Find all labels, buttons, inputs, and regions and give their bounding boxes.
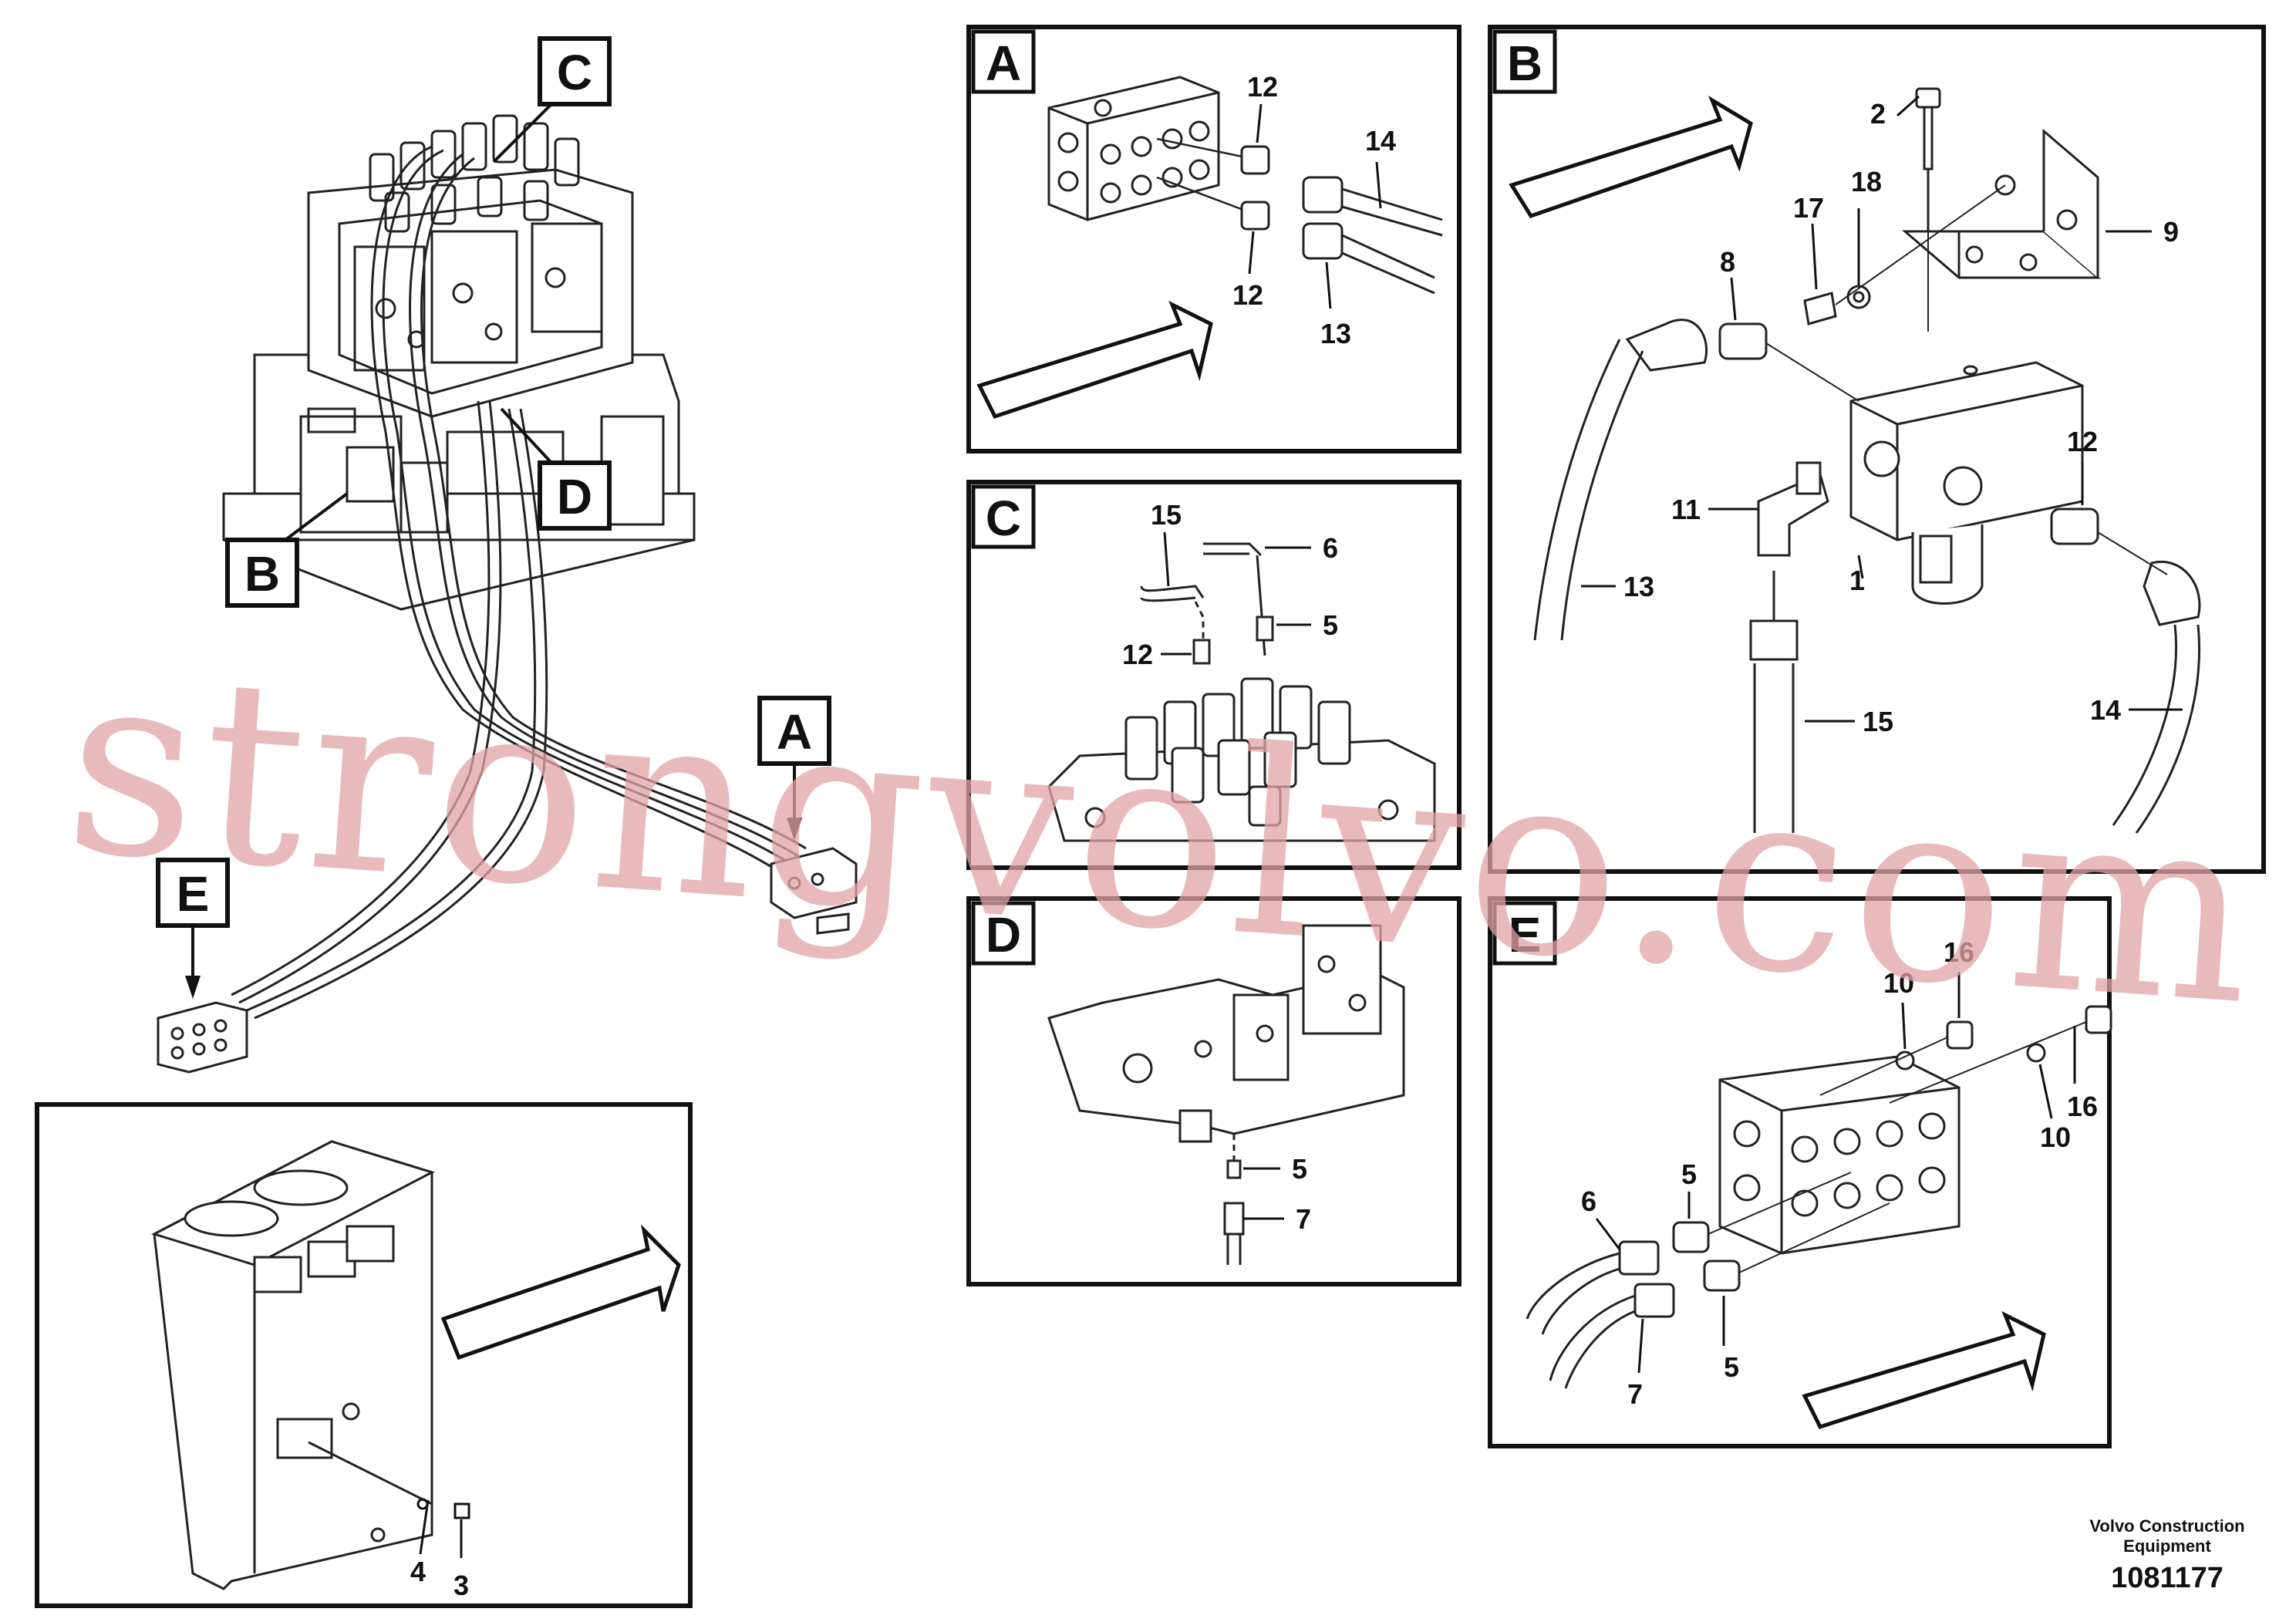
- callout-12: 12: [1122, 639, 1153, 670]
- panel-tank: 4 3: [35, 1102, 693, 1608]
- callout-18: 18: [1851, 166, 1882, 197]
- callout-16: 16: [2067, 1091, 2098, 1122]
- distribution-block-e: [157, 1001, 248, 1074]
- panel-detail-b: B: [1488, 25, 2266, 874]
- callout-3: 3: [453, 1570, 469, 1601]
- callout-12: 12: [1247, 71, 1278, 103]
- callout-5: 5: [1292, 1153, 1307, 1185]
- callout-5: 5: [1724, 1351, 1739, 1383]
- callout-10: 10: [2040, 1121, 2071, 1153]
- callout-1: 1: [1849, 565, 1865, 596]
- callout-14: 14: [2090, 694, 2121, 726]
- callout-11: 11: [1671, 494, 1701, 525]
- svg-text:E: E: [1509, 907, 1542, 963]
- panel-detail-d: D 5 7: [966, 896, 1462, 1286]
- callout-5: 5: [1323, 609, 1338, 641]
- callout-8: 8: [1720, 246, 1735, 278]
- distribution-block-a: [770, 847, 858, 935]
- svg-text:A: A: [986, 35, 1021, 91]
- callout-14: 14: [1365, 125, 1396, 157]
- callout-17: 17: [1793, 192, 1824, 224]
- callout-4: 4: [410, 1556, 426, 1587]
- main-flag-a: A: [757, 696, 831, 841]
- callout-12: 12: [2067, 426, 2098, 457]
- panel-detail-a: A 12 12 14 13: [966, 25, 1462, 454]
- callout-15: 15: [1863, 706, 1893, 737]
- callout-13: 13: [1623, 571, 1654, 602]
- main-flag-c: C: [492, 36, 612, 164]
- direction-arrow-icon: [1509, 96, 1753, 219]
- drawing-number: 1081177: [2111, 1562, 2224, 1594]
- direction-arrow-icon: [440, 1224, 681, 1361]
- callout-6: 6: [1581, 1185, 1596, 1217]
- callout-12: 12: [1232, 279, 1263, 311]
- svg-text:A: A: [777, 704, 812, 760]
- hose-bundle: [231, 145, 807, 1020]
- direction-arrow-icon: [1802, 1310, 2046, 1430]
- panel-detail-e: E: [1488, 896, 2112, 1448]
- svg-text:D: D: [986, 907, 1021, 963]
- svg-text:B: B: [1507, 35, 1542, 91]
- main-flag-d: D: [500, 407, 612, 531]
- svg-text:C: C: [986, 491, 1021, 546]
- callout-7: 7: [1627, 1378, 1643, 1410]
- svg-text:C: C: [557, 45, 592, 100]
- footer: Volvo Construction Equipment 1081177: [2089, 1516, 2244, 1594]
- svg-text:D: D: [557, 469, 592, 524]
- main-assembly: [222, 114, 696, 611]
- callout-9: 9: [2163, 216, 2179, 248]
- svg-text:E: E: [177, 866, 210, 922]
- callout-13: 13: [1320, 318, 1351, 349]
- callout-10: 10: [1883, 967, 1914, 999]
- panel-detail-c: C: [966, 480, 1462, 870]
- callout-15: 15: [1151, 499, 1182, 531]
- svg-text:B: B: [244, 546, 280, 602]
- callout-16: 16: [1944, 936, 1974, 968]
- callout-7: 7: [1296, 1203, 1311, 1235]
- callout-6: 6: [1323, 532, 1338, 564]
- company-line-1: Volvo Construction: [2089, 1516, 2244, 1536]
- main-flag-b: B: [225, 492, 349, 608]
- callout-5: 5: [1681, 1158, 1697, 1190]
- main-flag-e: E: [156, 858, 230, 999]
- callout-2: 2: [1870, 98, 1886, 130]
- direction-arrow-icon: [976, 300, 1213, 420]
- company-line-2: Equipment: [2123, 1536, 2211, 1556]
